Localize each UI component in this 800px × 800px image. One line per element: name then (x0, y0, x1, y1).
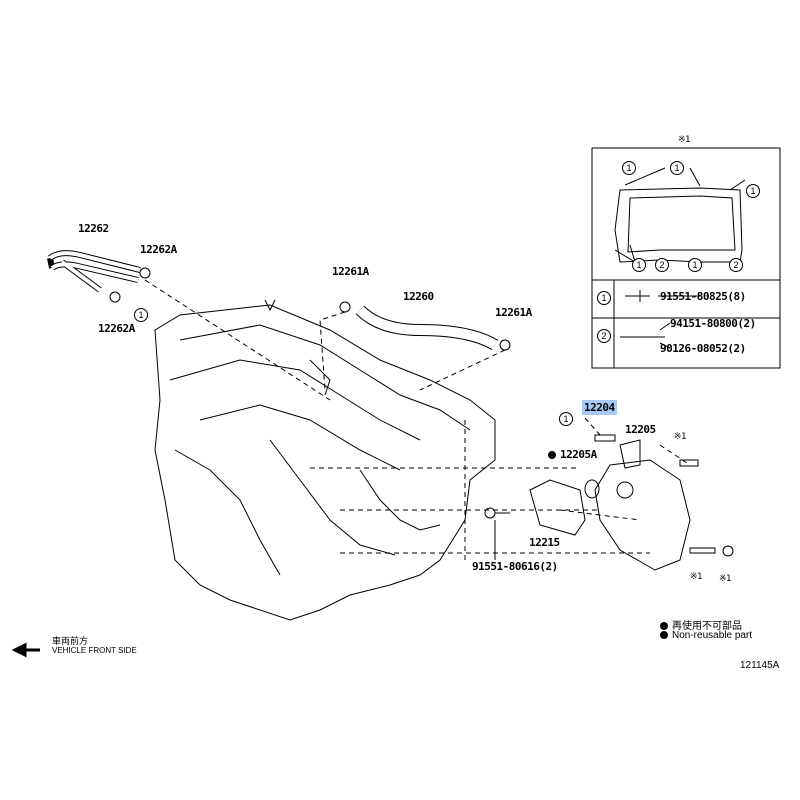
inset-callout-1: 1 (622, 161, 636, 175)
inset-part-91551-80825[interactable]: 91551-80825(8) (660, 290, 746, 303)
non-reusable-dot-icon (548, 451, 556, 459)
inset-row-callout-1: 1 (597, 291, 611, 305)
engine-block (154, 304, 496, 621)
ref-mark-1: ※1 (674, 432, 686, 442)
label-12262A-top[interactable]: 12262A (140, 243, 177, 256)
inset-title: ※1 (678, 135, 690, 145)
inset-callout-1: 1 (632, 258, 646, 272)
water-pump-cover (594, 459, 691, 571)
label-12261A-right[interactable]: 12261A (495, 306, 532, 319)
label-12261A-left[interactable]: 12261A (332, 265, 369, 278)
inset-part-90126-08052[interactable]: 90126-08052(2) (660, 342, 746, 355)
label-12204-highlighted[interactable]: 12204 (582, 400, 617, 415)
front-arrow (11, 642, 40, 658)
label-12260[interactable]: 12260 (403, 290, 434, 303)
inset-part-94151-80800[interactable]: 94151-80800(2) (670, 317, 756, 330)
part-12215 (529, 479, 586, 536)
inset-callout-2: 2 (729, 258, 743, 272)
non-reusable-dot-icon (660, 631, 668, 639)
inset-callout-1: 1 (670, 161, 684, 175)
direction-en: VEHICLE FRONT SIDE (52, 646, 137, 655)
ref-mark-1: ※1 (719, 574, 731, 584)
label-12262[interactable]: 12262 (78, 222, 109, 235)
inset-callout-1: 1 (746, 184, 760, 198)
label-12205A[interactable]: 12205A (548, 448, 597, 461)
label-12205[interactable]: 12205 (625, 423, 656, 436)
diagram-id: 121145A (740, 660, 780, 671)
inset-callout-2: 2 (655, 258, 669, 272)
callout-1: 1 (559, 412, 573, 426)
label-12262A-bottom[interactable]: 12262A (98, 322, 135, 335)
callout-1: 1 (134, 308, 148, 322)
non-reusable-dot-icon (660, 622, 668, 630)
inset-row-callout-2: 2 (597, 329, 611, 343)
label-91551-80616[interactable]: 91551-80616(2) (472, 560, 558, 573)
label-12215[interactable]: 12215 (529, 536, 560, 549)
inset-box (591, 147, 781, 369)
legend-jp: 再使用不可部品 (660, 617, 742, 632)
inset-callout-1: 1 (688, 258, 702, 272)
ref-mark-1: ※1 (690, 572, 702, 582)
direction-jp: 車両前方 (52, 636, 89, 646)
legend-en: Non-reusable part (660, 630, 752, 641)
gasket-outline (614, 187, 743, 263)
